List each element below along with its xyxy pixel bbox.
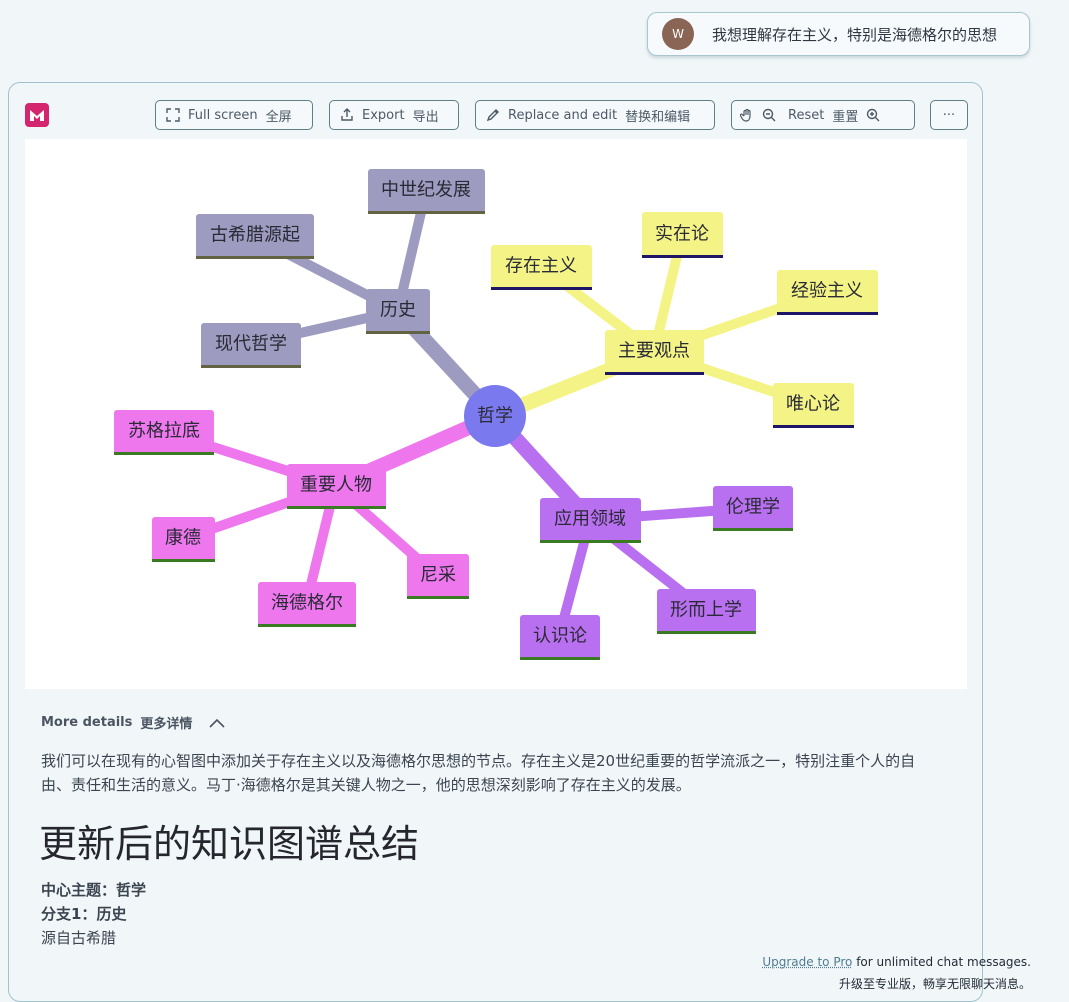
- node-existentialism-label: 存在主义: [505, 256, 577, 277]
- node-existentialism[interactable]: 存在主义: [491, 245, 592, 290]
- node-nietzsche[interactable]: 尼采: [407, 554, 469, 599]
- reset-zoom-button[interactable]: Reset: [788, 107, 825, 123]
- node-key-people-label: 重要人物: [300, 475, 372, 496]
- node-ethics-label: 伦理学: [726, 497, 780, 518]
- upgrade-to-pro-link[interactable]: Upgrade to Pro: [762, 955, 853, 969]
- more-options-icon: ···: [942, 107, 956, 123]
- app-logo-icon: [25, 103, 49, 127]
- node-heidegger-label: 海德格尔: [271, 593, 343, 614]
- reset-zoom-label-zh[interactable]: 重置: [832, 109, 859, 125]
- summary-value: 源自古希腊: [41, 929, 117, 947]
- node-epistemology[interactable]: 认识论: [520, 615, 600, 660]
- node-applications-label: 应用领域: [554, 509, 626, 530]
- fullscreen-button[interactable]: Full screen 全屏: [155, 100, 313, 130]
- node-empiricism[interactable]: 经验主义: [777, 270, 878, 315]
- node-applications[interactable]: 应用领域: [540, 498, 641, 543]
- edit-pencil-icon: [486, 108, 500, 122]
- summary-line-origin: 源自古希腊: [41, 926, 146, 950]
- user-message-text: 我想理解存在主义，特别是海德格尔的思想: [712, 25, 998, 44]
- more-details-label: More details: [41, 715, 133, 730]
- node-center-label: 哲学: [477, 406, 513, 427]
- node-kant[interactable]: 康德: [152, 517, 215, 562]
- fullscreen-label: Full screen: [188, 107, 258, 123]
- mindmap-card: Full screen 全屏 Export 导出 Replace and edi…: [8, 82, 983, 1002]
- pan-hand-icon[interactable]: [740, 108, 754, 122]
- node-nietzsche-label: 尼采: [420, 565, 456, 586]
- user-message-bubble: W 我想理解存在主义，特别是海德格尔的思想: [647, 12, 1030, 56]
- node-key-people[interactable]: 重要人物: [287, 464, 386, 509]
- export-button[interactable]: Export 导出: [329, 100, 459, 130]
- node-realism[interactable]: 实在论: [642, 212, 723, 258]
- node-empiricism-label: 经验主义: [791, 281, 863, 302]
- replace-edit-label: Replace and edit: [508, 107, 618, 123]
- summary-list: 中心主题：哲学 分支1：历史 源自古希腊: [41, 878, 146, 950]
- mindmap-canvas[interactable]: 历史 中世纪发展 古希腊源起 现代哲学: [25, 139, 967, 689]
- node-idealism[interactable]: 唯心论: [773, 383, 854, 428]
- node-epistemology-label: 认识论: [533, 626, 587, 647]
- node-kant-label: 康德: [165, 528, 201, 549]
- zoom-in-icon[interactable]: [866, 108, 880, 122]
- node-metaphysics-label: 形而上学: [670, 600, 742, 621]
- export-icon: [340, 108, 354, 122]
- replace-edit-label-zh: 替换和编辑: [625, 109, 691, 125]
- upgrade-notice: Upgrade to Pro for unlimited chat messag…: [762, 951, 1031, 995]
- node-socrates[interactable]: 苏格拉底: [114, 410, 214, 455]
- apps-nodes: 应用领域 伦理学 形而上学 认识论: [520, 486, 793, 660]
- node-history[interactable]: 历史: [366, 289, 430, 334]
- fullscreen-label-zh: 全屏: [265, 109, 292, 125]
- node-main-views-label: 主要观点: [618, 341, 690, 362]
- node-socrates-label: 苏格拉底: [128, 421, 200, 442]
- people-nodes: 重要人物 苏格拉底 康德 海德格尔: [114, 410, 469, 627]
- upgrade-text-zh: 升级至专业版，畅享无限聊天消息。: [838, 977, 1031, 991]
- node-modern-philosophy[interactable]: 现代哲学: [201, 323, 301, 368]
- zoom-controls: Reset 重置: [731, 100, 915, 130]
- node-metaphysics[interactable]: 形而上学: [657, 589, 756, 634]
- fullscreen-icon: [166, 108, 180, 122]
- node-history-label: 历史: [380, 300, 416, 321]
- node-modern-philosophy-label: 现代哲学: [215, 334, 287, 355]
- summary-line-branch-1: 分支1：历史: [41, 902, 146, 926]
- more-details-label-zh: 更多详情: [140, 717, 193, 732]
- summary-value: 哲学: [116, 881, 147, 899]
- summary-heading: 更新后的知识图谱总结: [39, 822, 420, 866]
- node-center[interactable]: 哲学: [464, 385, 526, 447]
- views-nodes: 主要观点 实在论 存在主义 经验主义: [491, 212, 878, 428]
- summary-label: 分支1：: [41, 905, 97, 923]
- node-main-views[interactable]: 主要观点: [605, 330, 704, 375]
- history-nodes: 历史 中世纪发展 古希腊源起 现代哲学: [196, 169, 485, 368]
- node-greek-origins[interactable]: 古希腊源起: [196, 214, 314, 259]
- summary-value: 历史: [96, 905, 127, 923]
- node-greek-origins-label: 古希腊源起: [210, 225, 300, 246]
- mindmap-svg: 历史 中世纪发展 古希腊源起 现代哲学: [114, 169, 878, 660]
- upgrade-text: for unlimited chat messages.: [852, 955, 1031, 969]
- node-medieval[interactable]: 中世纪发展: [368, 169, 485, 214]
- node-idealism-label: 唯心论: [786, 394, 840, 415]
- summary-line-center-topic: 中心主题：哲学: [41, 878, 146, 902]
- node-ethics[interactable]: 伦理学: [713, 486, 793, 531]
- more-details-toggle[interactable]: More details 更多详情: [41, 713, 226, 732]
- replace-edit-button[interactable]: Replace and edit 替换和编辑: [475, 100, 715, 130]
- export-label: Export: [362, 107, 405, 123]
- zoom-out-icon[interactable]: [762, 108, 776, 122]
- node-medieval-label: 中世纪发展: [381, 180, 471, 201]
- details-paragraph: 我们可以在现有的心智图中添加关于存在主义以及海德格尔思想的节点。存在主义是20世…: [41, 752, 916, 794]
- node-realism-label: 实在论: [655, 224, 709, 245]
- node-heidegger[interactable]: 海德格尔: [258, 582, 356, 627]
- more-options-button[interactable]: ···: [930, 100, 968, 130]
- summary-label: 中心主题：: [41, 881, 117, 899]
- chevron-up-icon: [208, 717, 226, 729]
- user-avatar[interactable]: W: [662, 18, 694, 50]
- export-label-zh: 导出: [412, 109, 439, 125]
